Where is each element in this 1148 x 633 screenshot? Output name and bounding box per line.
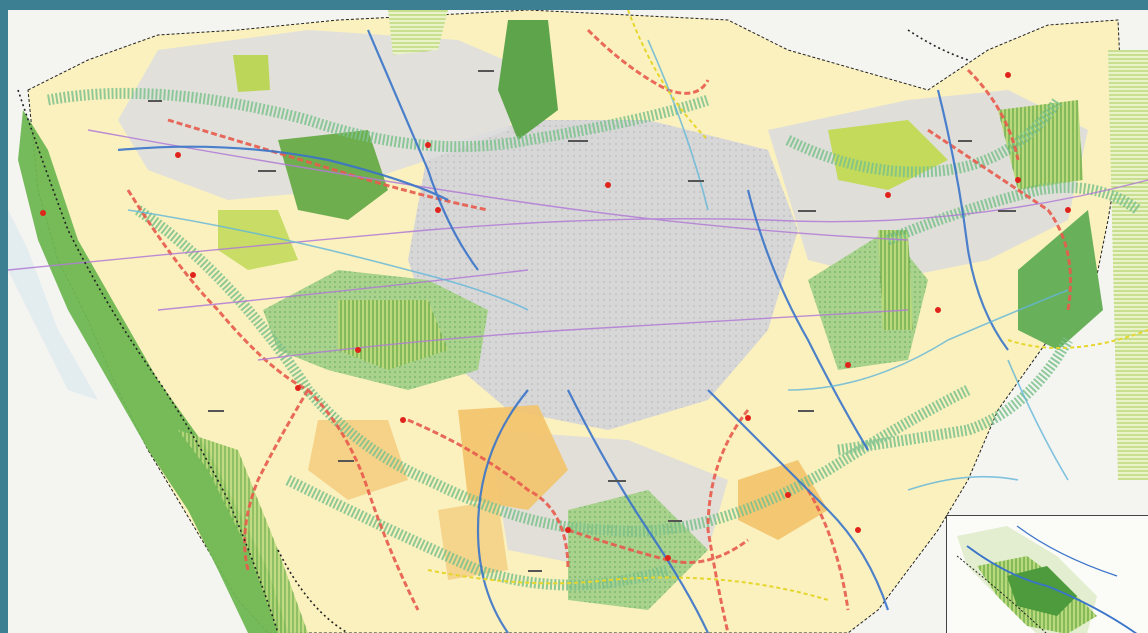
park-east-hatch bbox=[878, 230, 913, 330]
canals bbox=[127, 39, 1069, 491]
administrative-boundaries bbox=[17, 29, 969, 633]
ticino-hatch bbox=[178, 430, 308, 633]
network-nodes bbox=[40, 72, 1071, 561]
river-water-west bbox=[8, 210, 98, 400]
inset-map-svg bbox=[947, 516, 1148, 633]
map-canvas[interactable] bbox=[8, 10, 1148, 633]
orange-area-2 bbox=[308, 420, 408, 500]
inset-map[interactable] bbox=[946, 515, 1148, 633]
urban-core bbox=[408, 120, 798, 430]
north-hatch-band bbox=[388, 10, 448, 55]
park-north-east-2 bbox=[998, 100, 1083, 190]
urban-north bbox=[118, 30, 528, 200]
east-hatch-band bbox=[1108, 50, 1148, 480]
park-west-hatch bbox=[338, 300, 448, 370]
place-markers bbox=[148, 70, 1016, 572]
ecological-corridors bbox=[47, 87, 1142, 591]
yellow-routes bbox=[427, 10, 1148, 601]
orange-area-1 bbox=[458, 405, 568, 510]
park-far-east bbox=[1018, 210, 1103, 350]
park-lime-west bbox=[218, 210, 298, 270]
park-lime-nw bbox=[233, 55, 270, 92]
park-north-lime bbox=[828, 120, 948, 190]
ticino-river-belt bbox=[18, 110, 288, 633]
waterways bbox=[117, 29, 1009, 633]
park-north bbox=[278, 130, 388, 220]
park-north-east bbox=[498, 20, 558, 140]
territorial-plan-map bbox=[8, 10, 1148, 633]
